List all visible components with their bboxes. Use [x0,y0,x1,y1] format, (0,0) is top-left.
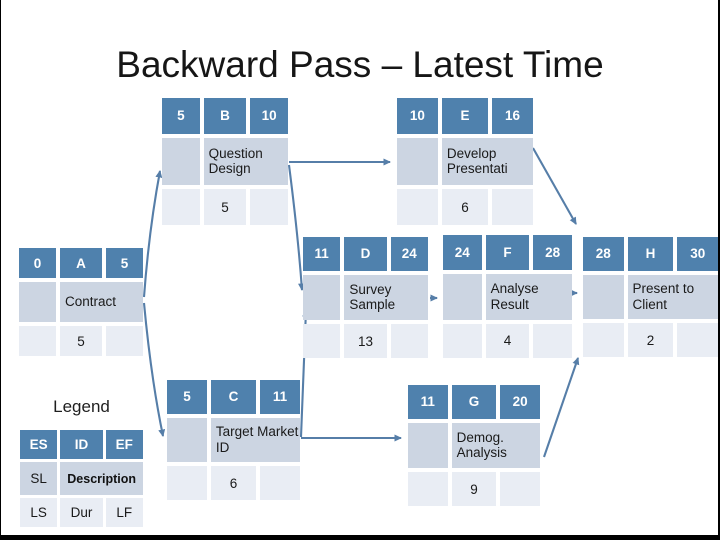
ls-cell [408,472,448,506]
duration-cell: 2 [627,323,674,357]
slack-cell [397,137,438,186]
ls-cell [397,189,438,225]
lf-cell [492,189,533,225]
activity-node-B: 5 B 10 Question Design 5 [162,98,288,225]
description-cell: Question Design [203,137,288,186]
es-cell: 5 [162,98,200,134]
legend-es-cell: ES [20,430,58,459]
es-cell: 5 [167,380,207,414]
legend-description-cell: Description [60,462,143,495]
lf-cell [260,466,300,500]
slack-cell [408,422,448,469]
id-cell: C [210,380,257,414]
ef-cell: 5 [105,248,143,278]
legend-dur-cell: Dur [60,498,103,527]
ef-cell: 28 [533,235,572,270]
ls-cell [303,324,341,358]
id-cell: E [441,98,489,134]
activity-node-D: 11 D 24 Survey Sample 13 [303,237,428,358]
description-cell: Contract [60,282,143,322]
activity-node-F: 24 F 28 Analyse Result 4 [443,235,572,358]
description-cell: Survey Sample [344,274,428,321]
legend-title: Legend [53,397,110,416]
description-cell: Target Market ID [210,417,300,463]
id-cell: A [60,248,102,278]
duration-cell: 5 [203,189,247,225]
description-cell: Present to Client [627,274,718,320]
duration-cell: 4 [485,323,530,358]
edge-A-C [142,302,166,437]
legend-table: ES ID EF SL Description LS Dur LF [20,430,143,527]
legend-ef-cell: EF [105,430,143,459]
es-cell: 11 [303,237,341,271]
slack-cell [167,417,207,463]
ef-cell: 10 [250,98,288,134]
activity-node-E: 10 E 16 Develop Presentati 6 [397,98,533,225]
description-cell: Analyse Result [485,273,572,320]
activity-node-C: 5 C 11 Target Market ID 6 [167,380,300,500]
duration-cell: 6 [210,466,257,500]
id-cell: H [627,237,674,271]
slack-cell [583,274,624,320]
lf-cell [390,324,428,358]
slack-cell [19,282,57,322]
lf-cell [105,326,143,356]
lf-cell [677,323,718,357]
slack-cell [443,273,482,320]
edge-G-H [543,357,580,458]
legend-ls-cell: LS [20,498,58,527]
ef-cell: 24 [390,237,428,271]
ls-cell [583,323,624,357]
slack-cell [303,274,341,321]
ef-cell: 16 [492,98,533,134]
duration-cell: 5 [60,326,102,356]
ls-cell [443,323,482,358]
es-cell: 10 [397,98,438,134]
ls-cell [162,189,200,225]
slide-title: Backward Pass – Latest Time [116,44,604,85]
duration-cell: 9 [451,472,497,506]
ls-cell [19,326,57,356]
description-cell: Demog. Analysis [451,422,540,469]
slide-frame-bottom [0,536,720,540]
edge-E-H [532,147,577,225]
es-cell: 0 [19,248,57,278]
activity-node-G: 11 G 20 Demog. Analysis 9 [408,385,540,506]
es-cell: 11 [408,385,448,419]
edge-B-D [287,164,306,291]
duration-cell: 6 [441,189,489,225]
legend-id-cell: ID [60,430,103,459]
es-cell: 28 [583,237,624,271]
activity-node-A: 0 A 5 Contract 5 [19,248,143,356]
lf-cell [500,472,540,506]
duration-cell: 13 [344,324,387,358]
id-cell: F [485,235,530,270]
lf-cell [533,323,572,358]
activity-node-H: 28 H 30 Present to Client 2 [583,237,718,357]
lf-cell [250,189,288,225]
ef-cell: 11 [260,380,300,414]
ef-cell: 30 [677,237,718,271]
slack-cell [162,137,200,186]
es-cell: 24 [443,235,482,270]
id-cell: D [344,237,387,271]
ef-cell: 20 [500,385,540,419]
legend-sl-cell: SL [20,462,58,495]
edge-A-B [142,170,163,298]
description-cell: Develop Presentati [441,137,533,186]
id-cell: G [451,385,497,419]
id-cell: B [203,98,247,134]
ls-cell [167,466,207,500]
legend-lf-cell: LF [105,498,143,527]
